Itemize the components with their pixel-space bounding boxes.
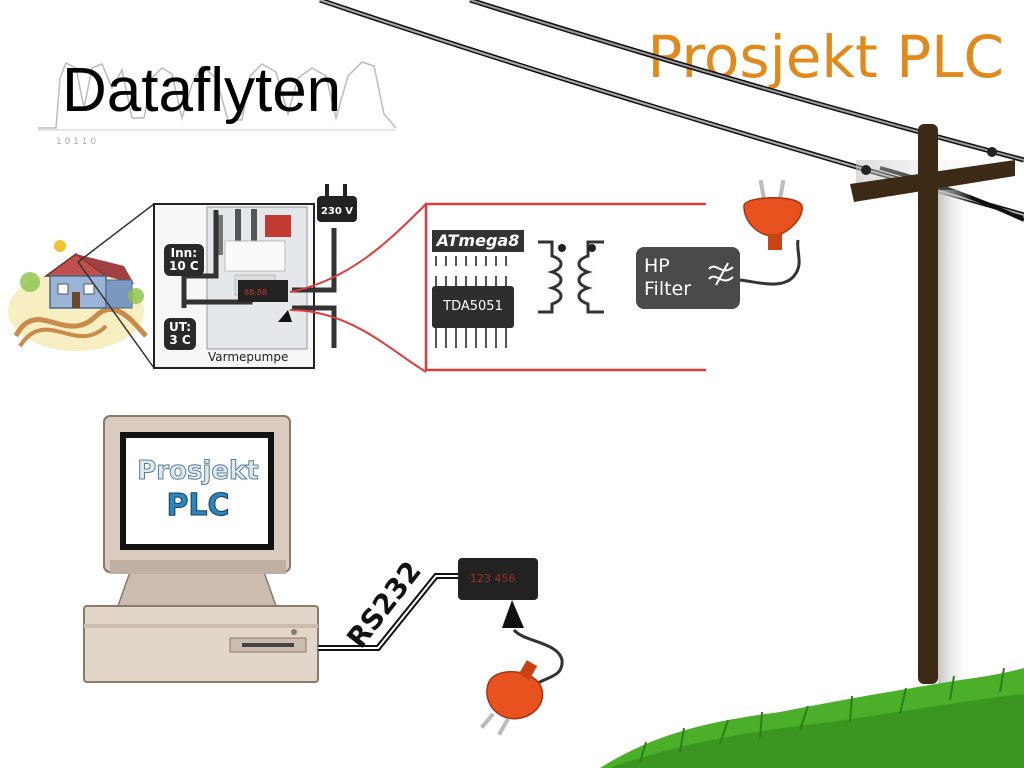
hp-filter-block: HP Filter [636,247,740,309]
svg-text:88:88: 88:88 [244,288,267,297]
inlet-temp-line1: Inn: [170,246,198,260]
plc-modem-box [238,280,288,302]
screen-logo-line2: PLC [166,488,230,524]
transformer-icon [538,240,604,314]
screen-logo: Prosjekt PLC [128,438,268,546]
inlet-temp-line2: 10 C [169,259,199,273]
hp-filter-line2: Filter [644,278,692,300]
power-plug-icon [743,179,803,250]
utility-pole [918,124,938,684]
rs232-connection: 123 456 [318,558,564,692]
monitor-screen [126,438,268,544]
microcontroller-chip: ATmega8 [432,230,524,252]
outlet-temp-line2: 3 C [169,333,191,347]
outlet-temp-line1: UT: [169,320,192,334]
supply-voltage-label: 230 V [320,206,354,217]
callout-line-top [289,203,427,293]
insulator-icon [987,147,997,157]
hp-filter-line1: HP [644,255,670,277]
filter-symbol-icon [708,262,734,286]
outlet-temp-badge: UT: 3 C [164,318,197,350]
inlet-temp-badge: Inn: 10 C [164,244,204,276]
power-plug-icon [480,660,544,736]
pole-shadow [938,190,972,690]
svg-text:123 456: 123 456 [470,572,516,585]
modem-chip: TDA5051 [432,286,514,328]
house-illustration [8,240,148,351]
insulator-icon [861,165,871,175]
callout-line-bottom [289,309,427,373]
heatpump-caption: Varmepumpe [208,350,289,364]
sun-icon [54,240,66,252]
plc-modem-device [458,558,538,600]
slide-title: Dataflyten [62,56,342,125]
heatpump-wiring: 88:88 [181,203,427,373]
power-cable [512,628,564,692]
ground-pipe-loop [13,306,148,338]
project-heading: Prosjekt PLC [647,23,1004,91]
pole-crossarm [850,160,1015,202]
desktop-computer [83,415,319,683]
heatpump-unit [206,206,308,350]
svg-text:1 0 1 1 0: 1 0 1 1 0 [56,137,96,147]
screen-logo-line1: Prosjekt [137,456,259,487]
power-socket-icon [317,184,357,222]
waveform-decoration: 1 0 1 1 0 [38,61,397,147]
filter-cable [739,239,801,286]
